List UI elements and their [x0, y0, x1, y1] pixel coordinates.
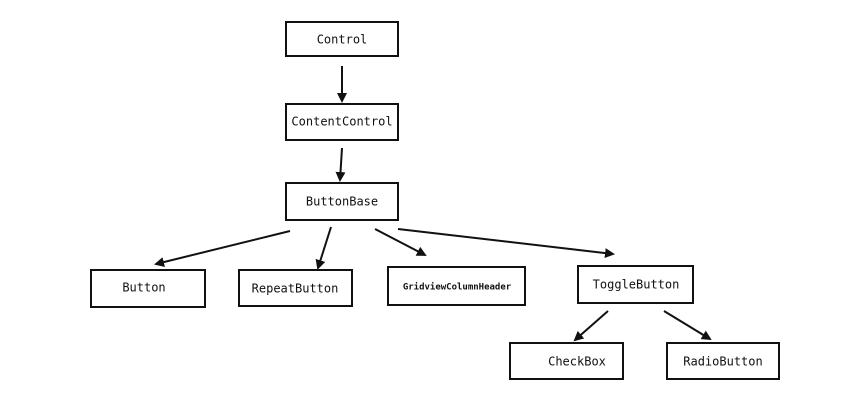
node-gridviewcolumnheader-label: GridviewColumnHeader: [403, 282, 512, 293]
node-button-label: Button: [122, 281, 165, 295]
node-contentcontrol: ContentControl: [285, 103, 399, 141]
node-repeatbutton-label: RepeatButton: [252, 282, 339, 296]
node-contentcontrol-label: ContentControl: [291, 115, 392, 129]
node-togglebutton-label: ToggleButton: [593, 278, 680, 292]
node-buttonbase-label: ButtonBase: [306, 195, 378, 209]
node-control-label: Control: [317, 33, 368, 47]
node-gridviewcolumnheader: GridviewColumnHeader: [387, 266, 526, 306]
edge-togglebutton-to-radiobutton: [663, 310, 712, 341]
edge-buttonbase-to-gridviewcolumnheader: [374, 228, 427, 256]
edge-buttonbase-to-repeatbutton: [315, 226, 332, 270]
node-checkbox-label: CheckBox: [548, 355, 606, 369]
edge-buttonbase-to-button: [154, 230, 291, 267]
node-repeatbutton: RepeatButton: [238, 269, 353, 307]
edge-contentcontrol-to-buttonbase: [335, 147, 346, 182]
node-checkbox: CheckBox: [509, 342, 624, 380]
node-buttonbase: ButtonBase: [285, 182, 399, 221]
edge-buttonbase-to-togglebutton: [397, 228, 615, 259]
node-radiobutton: RadioButton: [666, 342, 780, 380]
edges: [154, 66, 712, 342]
node-radiobutton-label: RadioButton: [683, 355, 762, 369]
node-togglebutton: ToggleButton: [577, 265, 694, 304]
node-control: Control: [285, 21, 399, 57]
node-button: Button: [90, 269, 206, 308]
edge-togglebutton-to-checkbox: [573, 310, 609, 342]
